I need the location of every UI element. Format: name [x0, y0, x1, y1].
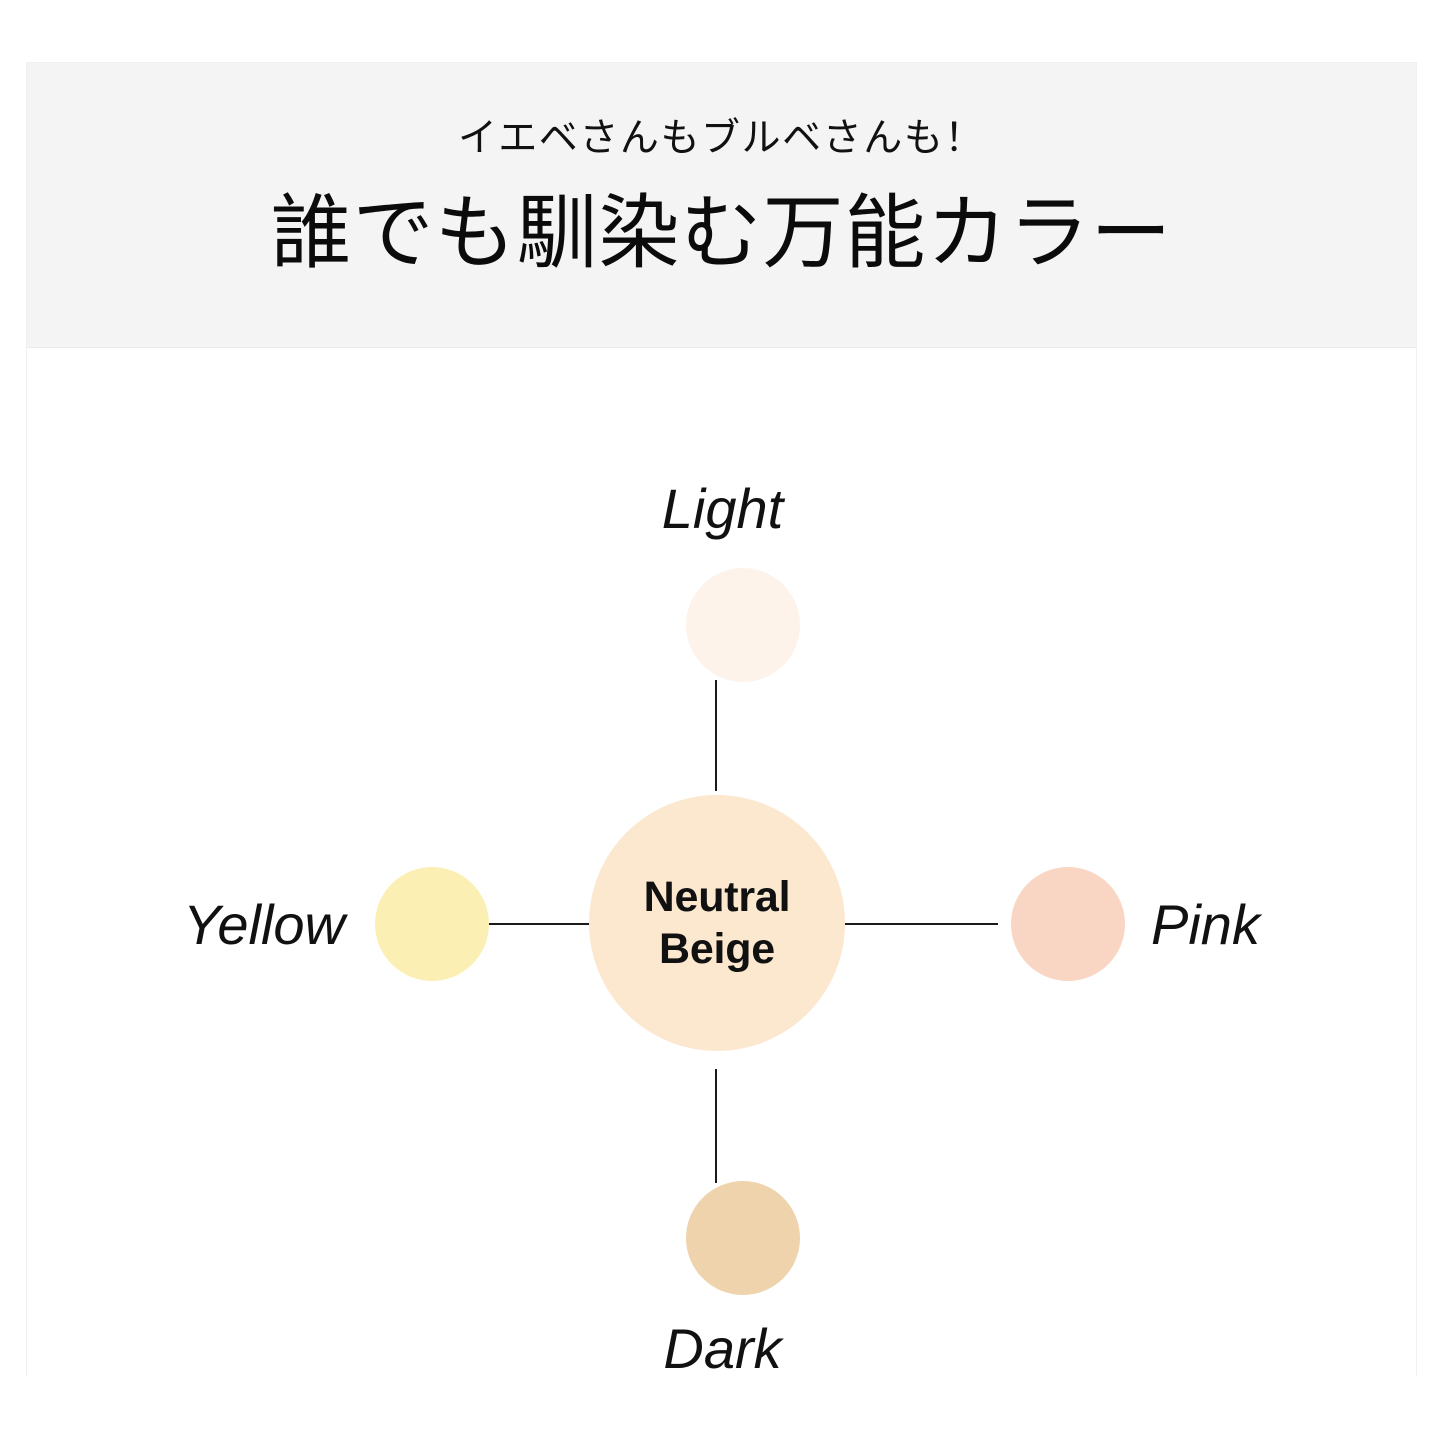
radial-diagram: Neutral Beige Light Pink Dark Yellow: [27, 349, 1416, 1380]
node-light-swatch: [686, 568, 800, 682]
node-center-label-line1: Neutral: [643, 872, 791, 921]
connector-line-bottom: [715, 1069, 717, 1183]
node-yellow-swatch: [375, 867, 489, 981]
header-band: イエベさんもブルベさんも！ 誰でも馴染む万能カラー: [27, 63, 1416, 348]
connector-line-left: [462, 923, 615, 925]
page-title: 誰でも馴染む万能カラー: [270, 189, 1173, 279]
node-center-label-line2: Beige: [658, 925, 776, 973]
label-light: Light: [661, 477, 784, 540]
infographic-card: イエベさんもブルベさんも！ 誰でも馴染む万能カラー Neutral Beige: [26, 62, 1417, 1380]
label-pink: Pink: [1151, 893, 1260, 956]
connector-line-top: [715, 680, 717, 791]
node-neutral-beige: Neutral Beige: [589, 795, 845, 1051]
node-pink-swatch: [1011, 867, 1125, 981]
header-subtitle: イエベさんもブルベさんも！: [458, 117, 985, 160]
node-center-label: Neutral Beige: [644, 871, 791, 976]
label-dark: Dark: [663, 1317, 782, 1380]
label-yellow: Yellow: [183, 893, 345, 956]
connector-line-right: [844, 923, 998, 925]
diagram-body: Neutral Beige Light Pink Dark Yellow: [27, 349, 1416, 1380]
node-dark-swatch: [686, 1181, 800, 1295]
